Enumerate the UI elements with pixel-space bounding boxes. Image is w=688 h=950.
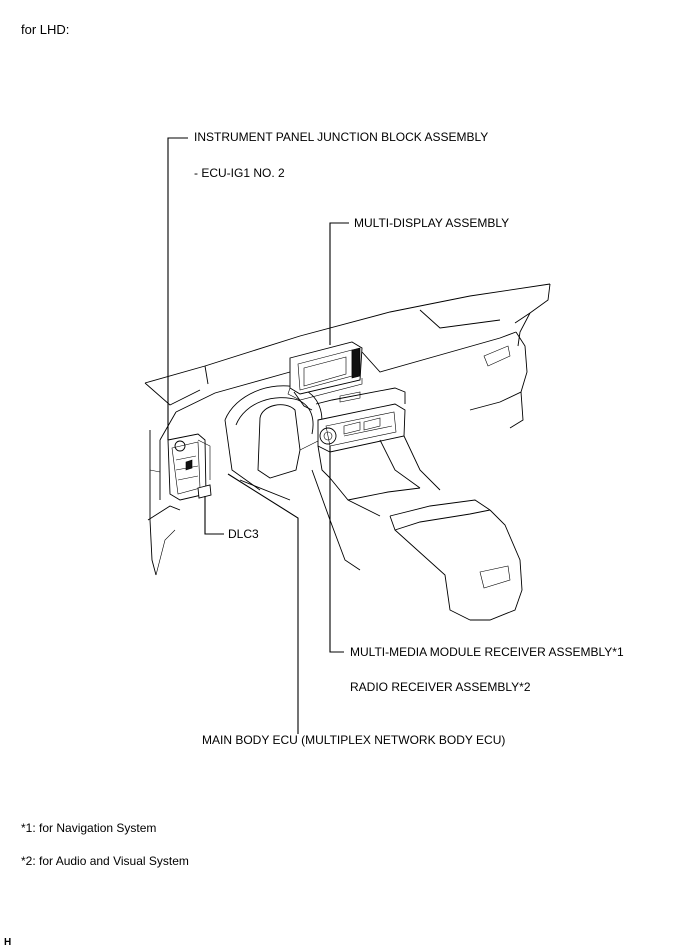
leader-multimedia-receiver [329, 446, 344, 653]
callout-main-body-ecu: MAIN BODY ECU (MULTIPLEX NETWORK BODY EC… [202, 733, 506, 747]
callout-dlc3: DLC3 [228, 527, 259, 541]
callout-radio-receiver: RADIO RECEIVER ASSEMBLY*2 [350, 680, 531, 694]
leader-dlc3 [204, 496, 224, 535]
callout-ecu-ig1: - ECU-IG1 NO. 2 [194, 166, 285, 180]
leader-multi-display [329, 222, 349, 345]
footnote-1: *1: for Navigation System [21, 821, 157, 835]
multi-media-receiver [315, 387, 406, 453]
dlc3-connector [197, 484, 212, 499]
callout-ip-junction-block: INSTRUMENT PANEL JUNCTION BLOCK ASSEMBLY [194, 130, 489, 144]
footnote-2: *2: for Audio and Visual System [21, 854, 189, 868]
variant-label: for LHD: [21, 22, 70, 37]
steering-column [224, 385, 323, 491]
leader-lines [167, 137, 349, 734]
leader-main-body-ecu [227, 473, 299, 734]
multi-display-assembly [287, 341, 363, 401]
callout-multi-display: MULTI-DISPLAY ASSEMBLY [354, 216, 510, 230]
center-console [239, 435, 523, 621]
callout-multimedia-receiver: MULTI-MEDIA MODULE RECEIVER ASSEMBLY*1 [350, 645, 624, 659]
junction-block-assembly [167, 433, 211, 501]
leader-ip-junction-block [167, 137, 188, 440]
corner-mark: H [4, 937, 12, 948]
